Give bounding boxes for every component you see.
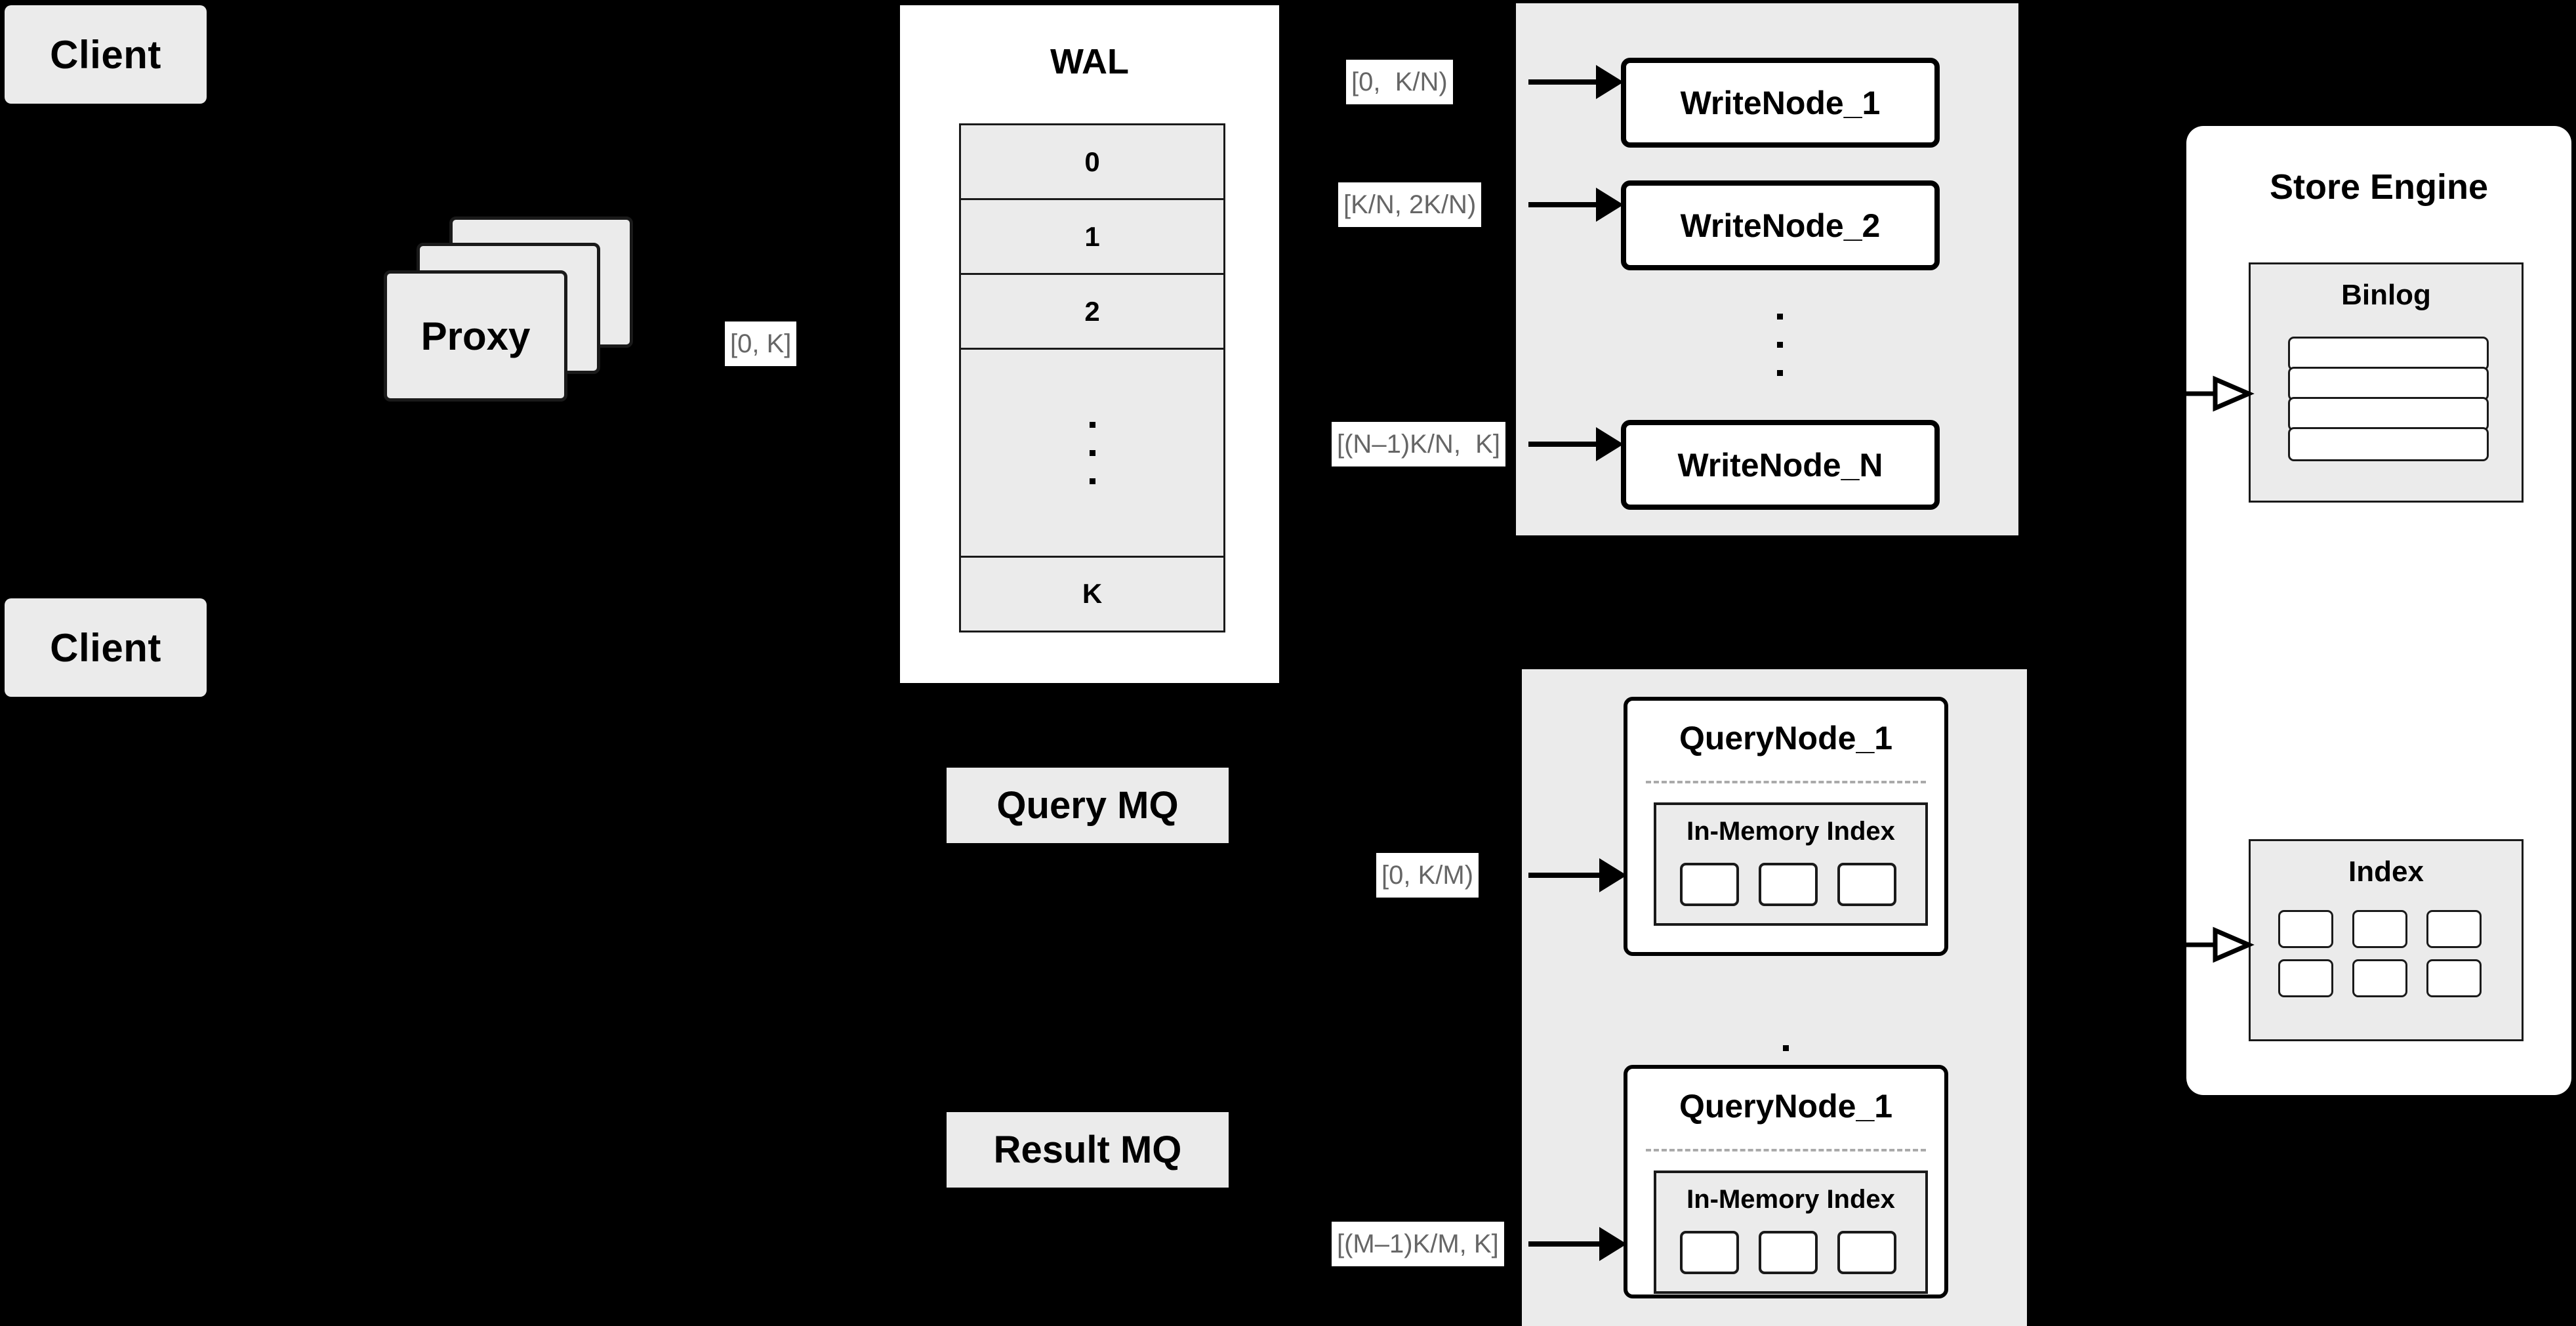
index-cell: [2352, 910, 2407, 948]
client-box-2[interactable]: Client: [5, 598, 207, 697]
in-memory-index-cell: [1680, 1231, 1739, 1274]
write-node-ellipsis: [1760, 279, 1799, 410]
write-node-n-range-label: [(N–1)K/N, K]: [1332, 422, 1505, 466]
query-node-divider: [1646, 781, 1926, 783]
binlog-row: [2288, 337, 2489, 371]
proxy-stack[interactable]: Proxy: [384, 217, 663, 426]
query-node-1[interactable]: QueryNode_1 In-Memory Index: [1624, 697, 1948, 956]
arrow-to-query-node-1: [1528, 858, 1627, 892]
result-mq-box[interactable]: Result MQ: [947, 1112, 1229, 1188]
index-cell: [2426, 910, 2482, 948]
wal-panel: WAL 0 1 2 K: [897, 3, 1282, 686]
client-label: Client: [50, 625, 161, 670]
in-memory-index-box-1: In-Memory Index: [1654, 802, 1928, 926]
open-arrow-icon: [2186, 375, 2255, 412]
query-mq-label: Query MQ: [996, 784, 1179, 827]
index-cell: [2278, 959, 2333, 997]
index-cell: [2278, 910, 2333, 948]
in-memory-index-title: In-Memory Index: [1687, 1185, 1895, 1214]
index-title: Index: [2348, 856, 2424, 888]
index-cell: [2352, 959, 2407, 997]
query-node-cluster: QueryNode_1 In-Memory Index QueryNode_1 …: [1522, 669, 2027, 1326]
write-node-label: WriteNode_1: [1680, 84, 1881, 121]
arrow-to-write-node-n: [1528, 427, 1624, 461]
in-memory-index-box-2: In-Memory Index: [1654, 1171, 1928, 1294]
arrow-to-index: [2186, 925, 2264, 964]
index-section: Index: [2249, 839, 2524, 1041]
client-label: Client: [50, 32, 161, 77]
proxy-front-card[interactable]: Proxy: [384, 270, 567, 402]
in-memory-index-title: In-Memory Index: [1687, 817, 1895, 846]
arrow-to-binlog: [2186, 374, 2264, 413]
binlog-title: Binlog: [2341, 279, 2431, 311]
write-node-2[interactable]: WriteNode_2: [1621, 180, 1940, 270]
query-node-m-range-label: [(M–1)K/M, K]: [1332, 1222, 1504, 1266]
client-box-1[interactable]: Client: [5, 5, 207, 104]
write-node-n[interactable]: WriteNode_N: [1621, 420, 1940, 510]
query-node-label: QueryNode_1: [1679, 1088, 1893, 1125]
in-memory-index-cell: [1759, 1231, 1818, 1274]
query-mq-box[interactable]: Query MQ: [947, 768, 1229, 843]
result-mq-label: Result MQ: [993, 1129, 1182, 1171]
index-cell: [2426, 959, 2482, 997]
in-memory-index-cell: [1837, 863, 1896, 906]
wal-row: K: [961, 557, 1223, 631]
store-engine-title: Store Engine: [2269, 167, 2489, 207]
in-memory-index-cell: [1680, 863, 1739, 906]
write-node-2-range-label: [K/N, 2K/N): [1338, 182, 1482, 227]
in-memory-index-cell: [1759, 863, 1818, 906]
binlog-row: [2288, 367, 2489, 401]
proxy-output-range-label: [0, K]: [725, 321, 797, 366]
wal-row-ellipsis: [961, 350, 1223, 558]
query-node-m[interactable]: QueryNode_1 In-Memory Index: [1624, 1065, 1948, 1298]
binlog-row: [2288, 397, 2489, 431]
wal-row: 0: [961, 125, 1223, 201]
wal-entry-table: 0 1 2 K: [959, 123, 1225, 632]
store-engine-panel: Store Engine Binlog Index: [2186, 126, 2571, 1095]
wal-row: 1: [961, 200, 1223, 276]
query-node-divider: [1646, 1149, 1926, 1151]
binlog-row: [2288, 427, 2489, 461]
write-node-1-range-label: [0, K/N): [1346, 60, 1453, 104]
in-memory-index-cell: [1837, 1231, 1896, 1274]
binlog-section: Binlog: [2249, 262, 2524, 503]
wal-title: WAL: [1050, 42, 1129, 81]
open-arrow-icon: [2186, 926, 2255, 963]
arrow-to-query-node-m: [1528, 1227, 1627, 1261]
query-node-label: QueryNode_1: [1679, 720, 1893, 756]
wal-row: 2: [961, 275, 1223, 350]
write-node-label: WriteNode_2: [1680, 207, 1881, 244]
write-node-1[interactable]: WriteNode_1: [1621, 58, 1940, 148]
arrow-to-write-node-2: [1528, 188, 1624, 222]
write-node-label: WriteNode_N: [1677, 446, 1883, 484]
arrow-to-write-node-1: [1528, 65, 1624, 99]
proxy-label: Proxy: [420, 314, 531, 358]
query-node-1-range-label: [0, K/M): [1376, 853, 1479, 898]
